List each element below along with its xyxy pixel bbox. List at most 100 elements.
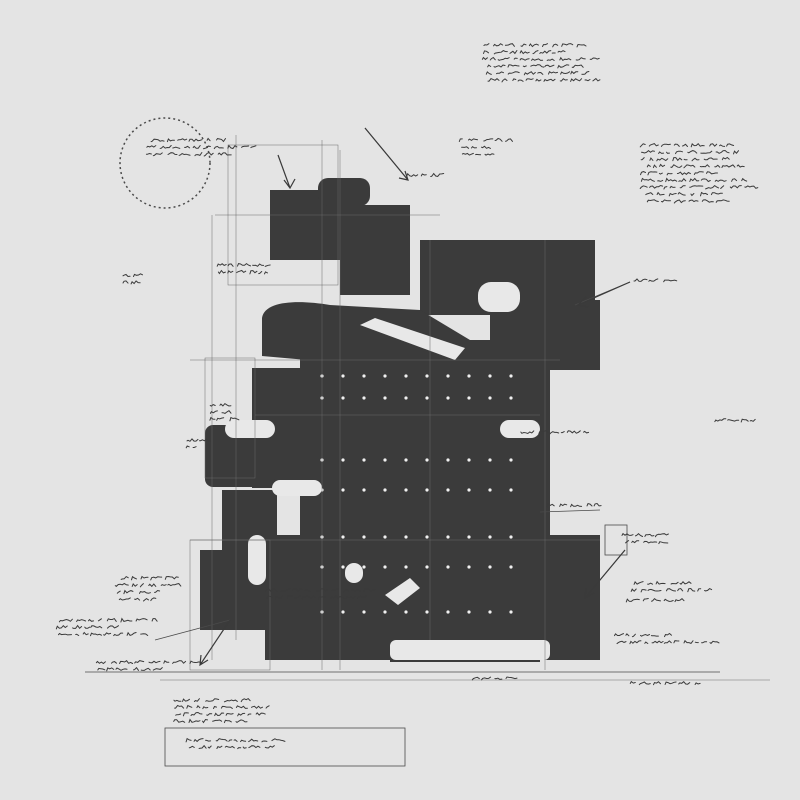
scribble-annotation — [483, 43, 587, 48]
arrow-icon — [584, 549, 626, 600]
scribble-annotation — [116, 589, 161, 595]
window-dot — [362, 610, 366, 614]
highlight-pill-base-left — [345, 563, 363, 583]
scribble-annotation — [118, 597, 157, 602]
window-dot — [488, 458, 492, 462]
scribble-annotation — [640, 177, 748, 183]
window-dot — [383, 565, 387, 569]
caption-frame — [164, 727, 406, 767]
window-dot — [341, 396, 345, 400]
window-dot — [467, 374, 471, 378]
scribble-annotation — [546, 502, 602, 508]
scribble-annotation — [146, 144, 257, 150]
scribble-annotation — [209, 410, 232, 414]
frame-box-left — [204, 357, 256, 479]
window-dot — [341, 610, 345, 614]
scribble-annotation — [481, 56, 600, 62]
scribble-annotation — [122, 273, 143, 278]
leader-line-left-lower — [154, 619, 231, 641]
scribble-annotation — [630, 587, 713, 593]
scribble-annotation — [639, 142, 735, 148]
window-dot — [446, 374, 450, 378]
scribble-annotation — [645, 191, 723, 197]
window-dot — [383, 374, 387, 378]
scribble-annotation — [209, 402, 232, 407]
frame-box-lower — [189, 539, 271, 671]
mass-block-top-cap — [318, 178, 370, 206]
window-dot — [467, 610, 471, 614]
scribble-annotation — [625, 540, 669, 545]
window-dot — [509, 488, 513, 492]
window-dot — [509, 565, 513, 569]
arrow-icon — [576, 281, 631, 308]
window-dot — [488, 396, 492, 400]
scribbled-annotations — [55, 43, 759, 750]
scribble-annotation — [471, 676, 518, 681]
scribble-annotation — [217, 269, 268, 275]
highlight-plinth-band — [390, 640, 550, 660]
scribble-annotation — [150, 137, 226, 143]
scribble-annotation — [485, 70, 590, 76]
scribble-annotation — [461, 145, 491, 149]
scribble-annotation — [122, 280, 141, 285]
scribble-annotation — [185, 445, 197, 449]
scribble-annotation — [614, 632, 672, 638]
window-dot — [446, 565, 450, 569]
window-dot — [404, 488, 408, 492]
window-dot — [362, 396, 366, 400]
window-dot — [383, 610, 387, 614]
highlight-pill-right — [500, 420, 540, 438]
window-dot — [509, 535, 513, 539]
scribble-annotation — [714, 418, 756, 423]
window-dot — [425, 488, 429, 492]
window-dot — [509, 396, 513, 400]
highlight-slope — [385, 578, 420, 605]
window-dot — [383, 488, 387, 492]
scribble-annotation — [265, 587, 376, 593]
scribble-annotation — [216, 262, 271, 267]
scribble-annotation — [483, 49, 566, 55]
highlight-pill-vertical — [248, 535, 266, 585]
mass-block-top-mid — [340, 205, 410, 295]
window-dot — [446, 458, 450, 462]
scribble-annotation — [461, 152, 495, 156]
scribble-annotation — [520, 430, 590, 435]
scribble-annotation — [640, 171, 718, 176]
window-dot — [404, 565, 408, 569]
highlight-diagonal-bar — [360, 318, 465, 360]
scribble-annotation — [640, 156, 730, 162]
dotted-circle — [119, 117, 211, 209]
highlight-pill-mid-left — [272, 480, 322, 496]
scribble-annotation — [58, 631, 149, 637]
scribble-annotation — [58, 617, 158, 623]
mass-block-left-wing — [205, 425, 275, 487]
scribble-annotation — [639, 184, 759, 190]
scribble-annotation — [458, 137, 513, 142]
scribble-annotation — [487, 77, 601, 83]
light-highlight-strokes — [225, 282, 550, 660]
arrow-icons — [199, 127, 631, 667]
window-dot — [467, 565, 471, 569]
window-dot — [509, 374, 513, 378]
scribble-annotation — [120, 575, 179, 581]
scribble-annotation — [188, 744, 275, 750]
window-dot — [488, 610, 492, 614]
window-dot — [488, 374, 492, 378]
scribble-annotation — [97, 666, 163, 672]
window-dot — [446, 488, 450, 492]
window-dot — [341, 565, 345, 569]
window-dot — [404, 374, 408, 378]
highlight-pill-top-right — [478, 282, 520, 312]
window-dot — [467, 458, 471, 462]
leader-line-right-mid — [539, 509, 601, 513]
scribble-annotation — [173, 718, 248, 724]
window-dot — [362, 374, 366, 378]
window-dot — [488, 565, 492, 569]
scribble-annotation — [173, 697, 251, 703]
scribble-annotation — [629, 680, 701, 686]
mass-block-center — [300, 340, 550, 540]
scribble-annotation — [145, 152, 232, 157]
window-dot — [509, 610, 513, 614]
scribble-annotation — [186, 438, 211, 442]
window-dot — [425, 458, 429, 462]
